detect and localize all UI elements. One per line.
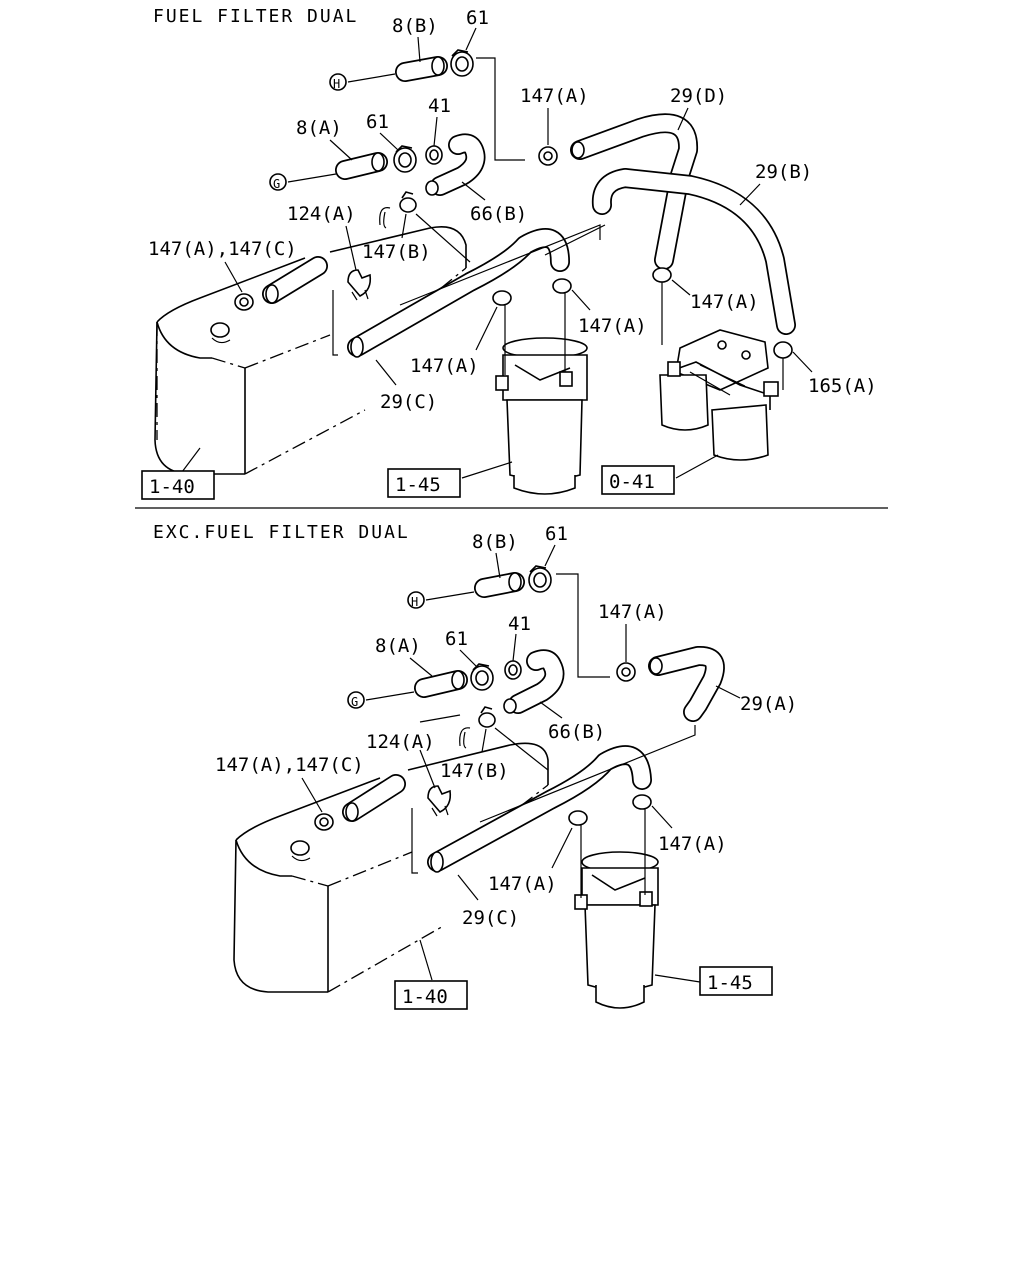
clamp-147a-mid: [552, 278, 572, 372]
label-41-lower: 41: [508, 613, 531, 635]
hose-29c-lower: [427, 745, 652, 873]
label-147a-right: 147(A): [690, 291, 759, 313]
clamp-147a-left-lower: [568, 810, 588, 898]
label-147b: 147(B): [362, 241, 431, 263]
ref-dual-label: 0-41: [609, 471, 655, 493]
ref-filter-label-lower: 1-45: [707, 972, 753, 994]
leader-tank: [181, 447, 201, 473]
hose-29b: [591, 168, 796, 335]
label-147a-top: 147(A): [520, 85, 589, 107]
hose-29c: [347, 228, 570, 358]
label-29c: 29(C): [380, 391, 437, 413]
hose-66b: [425, 133, 486, 196]
clip-124a-lower: [427, 785, 452, 817]
label-147a-mid: 147(A): [578, 315, 647, 337]
clamp-41: [425, 145, 443, 165]
label-8b-lower: 8(B): [472, 531, 518, 553]
label-29c-lower: 29(C): [462, 907, 519, 929]
ref-box-filter: [387, 468, 461, 498]
label-147a-top-lower: 147(A): [598, 601, 667, 623]
label-66b-lower: 66(B): [548, 721, 605, 743]
section-title-exc-fuel-filter-dual: EXC.FUEL FILTER DUAL: [153, 522, 410, 543]
clamp-147b-lower: [478, 706, 496, 728]
short-hose-tank: [234, 256, 328, 311]
fuel-filter-lower: [574, 851, 659, 1009]
hose-8b-lower: [474, 572, 525, 598]
label-61-upper-lower: 61: [545, 523, 568, 545]
clamp-41-lower: [504, 660, 522, 680]
hose-8b: [395, 56, 448, 82]
section-fuel-filter-dual: FUEL FILTER DUAL 1-40 29(C): [141, 6, 877, 500]
ref-tank-label: 1-40: [149, 476, 195, 498]
clip-124a: [347, 269, 372, 301]
label-61-middle-lower: 61: [445, 628, 468, 650]
label-29b: 29(B): [755, 161, 812, 183]
short-hose-tank-lower: [314, 774, 406, 831]
ref-tank-label-lower: 1-40: [402, 986, 448, 1008]
label-147ac-lower: 147(A),147(C): [215, 754, 364, 776]
label-8a-lower: 8(A): [375, 635, 421, 657]
label-147a-left: 147(A): [410, 355, 479, 377]
hose-8a-lower: [414, 670, 468, 698]
label-8b: 8(B): [392, 15, 438, 37]
label-8a: 8(A): [296, 117, 342, 139]
label-147ac: 147(A),147(C): [148, 238, 297, 260]
ref-box-tank: [141, 470, 215, 500]
clamp-147a-right-lower: [632, 794, 652, 895]
ref-filter-label: 1-45: [395, 474, 441, 496]
label-147a-left-lower: 147(A): [488, 873, 557, 895]
label-29a: 29(A): [740, 693, 797, 715]
hose-29a: [648, 646, 725, 722]
hose-8a: [335, 152, 388, 180]
label-61-upper: 61: [466, 7, 489, 29]
label-147b-lower: 147(B): [440, 760, 509, 782]
clamp-147a-right: [652, 267, 672, 345]
clamp-147a-left: [492, 290, 512, 375]
section-exc-fuel-filter-dual: EXC.FUEL FILTER DUAL 1-40 29(C): [153, 522, 797, 1010]
clamp-147b: [399, 191, 417, 213]
label-61-middle: 61: [366, 111, 389, 133]
ref-box-tank-lower: [394, 980, 468, 1010]
section-title-fuel-filter-dual: FUEL FILTER DUAL: [153, 6, 358, 27]
clamp-61-upper: [450, 49, 474, 77]
label-165a: 165(A): [808, 375, 877, 397]
hose-66b-lower: [503, 649, 565, 714]
marker-h: H: [333, 77, 340, 91]
ref-box-filter-lower: [699, 966, 773, 996]
clamp-61-upper-lower: [528, 565, 552, 593]
label-41: 41: [428, 95, 451, 117]
clamp-147a-top: [538, 146, 558, 166]
dual-fuel-filter: [659, 329, 779, 461]
marker-g: G: [273, 177, 280, 191]
clamp-147a-top-lower: [616, 662, 636, 682]
clamp-61-middle-lower: [470, 663, 494, 691]
clamp-61-middle: [393, 145, 417, 173]
label-147a-right-lower: 147(A): [658, 833, 727, 855]
marker-h-lower: H: [411, 595, 418, 609]
fuel-filter-top: [495, 337, 588, 495]
label-66b: 66(B): [470, 203, 527, 225]
label-124a: 124(A): [287, 203, 356, 225]
leader-29c: [375, 359, 397, 386]
marker-g-lower: G: [351, 695, 358, 709]
clamp-165a: [773, 341, 793, 390]
label-124a-lower: 124(A): [366, 731, 435, 753]
ref-box-dual-filter: [601, 465, 675, 495]
label-29d: 29(D): [670, 85, 727, 107]
